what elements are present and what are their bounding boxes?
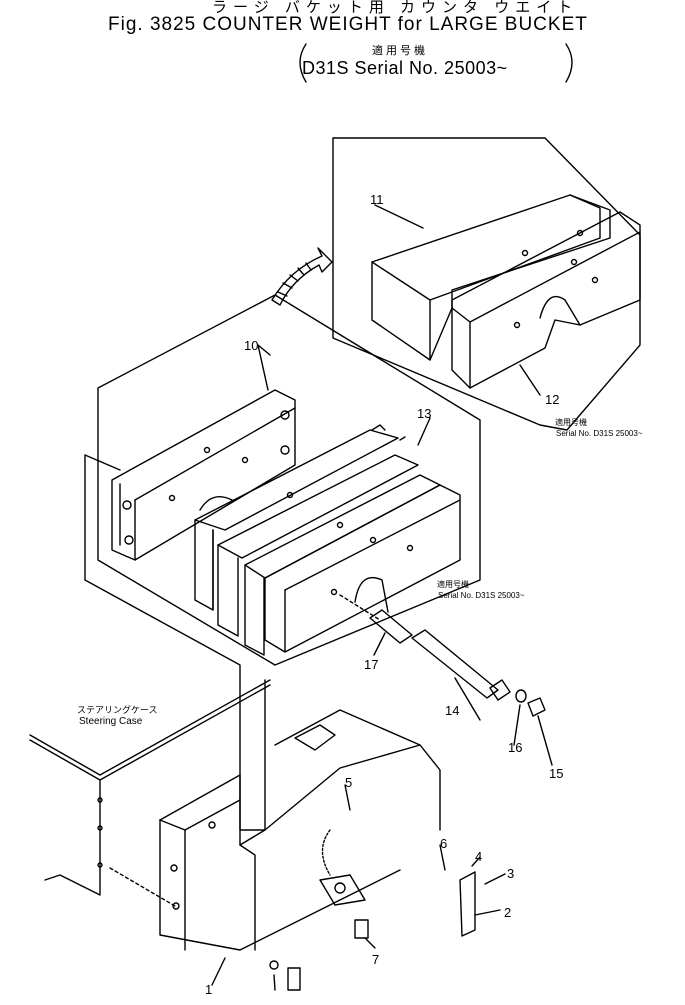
cw11-top-edge xyxy=(429,237,601,301)
cw11-corner xyxy=(569,194,601,239)
bolt-7 xyxy=(354,919,369,939)
callout-15: 15 xyxy=(549,766,564,781)
bolt-14 xyxy=(411,629,499,699)
callout-7: 7 xyxy=(372,952,380,967)
pin-2 xyxy=(459,871,476,937)
callout-17: 17 xyxy=(364,657,379,672)
figure-title: Fig. 3825 COUNTER WEIGHT for LARGE BUCKE… xyxy=(108,14,588,35)
middle-note-jp: 適用号機 xyxy=(437,580,469,589)
spacer-17 xyxy=(369,609,413,644)
upper-inset-frame xyxy=(332,137,641,431)
callout-3: 3 xyxy=(507,866,515,881)
callout-6: 6 xyxy=(440,836,448,851)
callout-4: 4 xyxy=(475,849,483,864)
arrow-ribs xyxy=(277,262,312,297)
upper-note-jp: 適用号機 xyxy=(555,418,587,427)
paren-left xyxy=(299,43,307,83)
plate-10 xyxy=(111,389,296,561)
curved-arrow xyxy=(271,247,333,306)
middle-note-serial: Serial No. D31S 25003~ xyxy=(438,591,525,600)
japanese-title: ラージ バケット用 カウンタ ウエイト xyxy=(212,0,579,16)
cw12-notch xyxy=(539,295,581,326)
nut-15 xyxy=(527,697,546,717)
bracket-outline xyxy=(84,454,266,831)
callout-14: 14 xyxy=(445,703,460,718)
upper-note-serial: Serial No. D31S 25003~ xyxy=(556,429,643,438)
callout-10: 10 xyxy=(244,338,259,353)
cw12-edge xyxy=(451,307,471,389)
callout-11: 11 xyxy=(370,192,384,207)
cw11-edge xyxy=(371,261,431,361)
callout-12: 12 xyxy=(545,392,560,407)
middle-inset-frame xyxy=(97,294,481,666)
callout-2: 2 xyxy=(504,905,512,920)
cw12-top xyxy=(469,231,641,323)
callout-13: 13 xyxy=(417,406,432,421)
counter-weight-12 xyxy=(451,211,641,389)
paren-right xyxy=(565,43,573,83)
steering-note-en: Steering Case xyxy=(79,716,143,727)
steering-note-jp: ステアリングケース xyxy=(77,705,158,715)
counter-weight-11 xyxy=(371,194,611,361)
callout-16: 16 xyxy=(508,740,523,755)
callout-1: 1 xyxy=(205,982,213,997)
callout-5: 5 xyxy=(345,775,353,790)
serial-title: D31S Serial No. 25003~ xyxy=(302,58,508,78)
serial-japanese: 適用号機 xyxy=(372,45,428,57)
